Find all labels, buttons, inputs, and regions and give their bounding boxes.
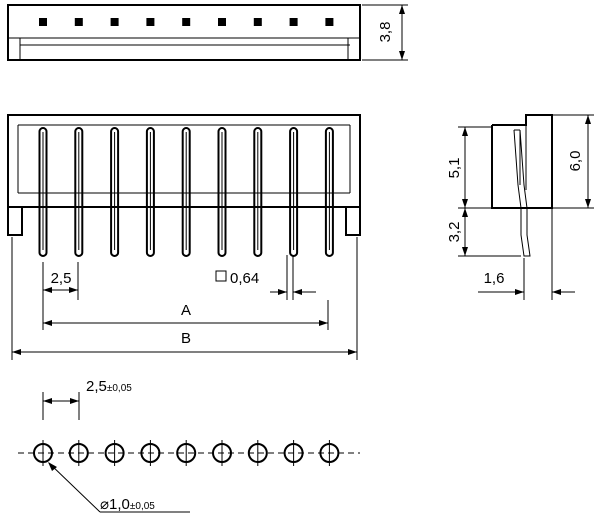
top-pin-square [110,18,119,26]
square-symbol-icon [215,270,227,282]
side-upper-label: 5,1 [446,158,463,179]
top-pin-square [39,18,47,26]
dimension-a: A [42,300,329,330]
front-view-housing [7,114,361,208]
front-view-right-foot [345,206,361,236]
front-view-pins [38,127,334,257]
dimension-side-total: 6,0 [552,114,594,209]
front-pin [253,127,263,257]
side-view-pin [513,129,531,257]
hole-diameter-label: ⌀1,0±0,05 [100,496,155,513]
top-pin-square [146,18,155,26]
side-view [491,114,553,257]
dimension-top-height: 3,8 [362,4,408,61]
front-pin [324,127,334,257]
front-view-left-foot [7,206,23,236]
top-pin-square [289,18,298,26]
front-pin [145,127,155,257]
dimension-side-offset: 1,6 [478,208,575,300]
pitch-label: 2,5 [51,270,72,287]
diameter-symbol-icon: ⌀ [100,496,109,513]
top-view-housing [7,4,361,61]
side-total-label: 6,0 [567,151,584,172]
hole-pitch-value: 2,5 [86,378,107,395]
dimension-side-lower: 3,2 [446,208,521,257]
side-lower-label: 3,2 [446,222,463,243]
top-pin-square [182,18,191,26]
top-pin-square [218,18,226,26]
diameter-leader [48,462,101,513]
dimension-b: B [11,237,358,360]
front-view [7,114,361,257]
front-pin [289,127,299,257]
front-pin [110,127,120,257]
top-height-label: 3,8 [377,22,394,43]
hole-circles [33,440,340,466]
top-view-left-latch [7,37,21,61]
dimension-pin-size: 0,64 [215,255,316,300]
hole-pitch-label: 2,5±0,05 [86,378,132,395]
top-view [7,4,361,61]
top-pin-square [74,18,83,26]
top-view-right-latch [347,37,361,61]
front-pin [181,127,191,257]
hole-pattern: 2,5±0,05 ⌀1,0±0,05 [18,378,360,513]
dimension-side-upper: 5,1 [446,126,492,209]
top-view-pin-squares [39,18,334,26]
top-pin-square [325,18,334,26]
front-pin [74,127,84,257]
front-pin [38,127,48,257]
dimension-a-label: A [181,302,191,319]
hole-diameter-tolerance: ±0,05 [130,501,155,512]
hole-pitch-tolerance: ±0,05 [107,383,132,394]
dimension-b-label: B [181,330,191,347]
front-pin [217,127,227,257]
hole-diameter-value: 1,0 [109,496,130,513]
side-offset-label: 1,6 [484,270,505,287]
dimension-pitch: 2,5 [42,262,79,300]
top-pin-square [253,18,262,26]
pin-size-label: 0,64 [230,270,259,287]
